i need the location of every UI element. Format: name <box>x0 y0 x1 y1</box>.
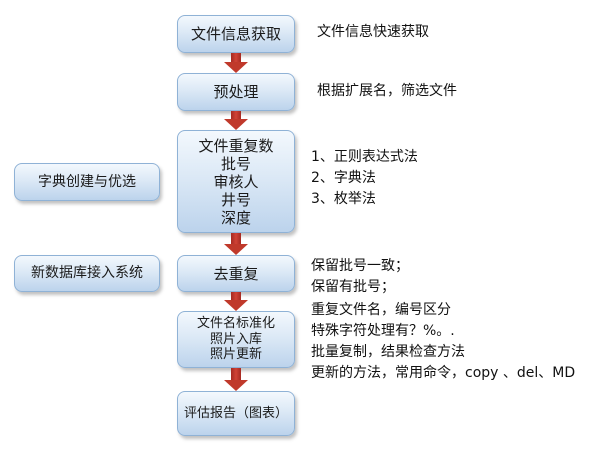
note-normalize-line2: 特殊字符处理有？%。. <box>311 323 455 339</box>
new-db-box: 新数据库接入系统 <box>14 255 160 292</box>
dict-create-box: 字典创建与优选 <box>14 163 160 201</box>
step-duplicate-fields: 文件重复数 批号 审核人 井号 深度 <box>177 130 295 233</box>
step-dedup-label: 去重复 <box>213 264 259 283</box>
note-methods: 1、正则表达式法 2、字典法 3、枚举法 <box>311 147 418 210</box>
note-dedup: 保留批号一致； 保留有批号； <box>311 256 409 298</box>
step-report-label: 评估报告（图表） <box>183 405 288 421</box>
new-db-label: 新数据库接入系统 <box>31 265 143 282</box>
note-normalize-line4: 更新的方法，常用命令，copy 、del、MD <box>311 365 576 381</box>
field-duplicate-count: 文件重复数 <box>198 136 274 155</box>
note-preprocess: 根据扩展名，筛选文件 <box>317 81 457 102</box>
step-preprocess-label: 预处理 <box>213 83 259 101</box>
step-file-info-label: 文件信息获取 <box>190 25 281 43</box>
note-normalize: 重复文件名，编号区分 特殊字符处理有？%。. 批量复制，结果检查方法 更新的方法… <box>311 300 575 384</box>
step-normalize: 文件名标准化 照片入库 照片更新 <box>177 311 295 368</box>
note-file-info-text: 文件信息快速获取 <box>317 24 429 40</box>
field-well-number: 井号 <box>220 190 251 209</box>
field-reviewer: 审核人 <box>213 172 259 191</box>
step-normalize-line3: 照片更新 <box>209 347 262 363</box>
arrow-down-3 <box>224 233 248 255</box>
note-method-dict: 2、字典法 <box>311 170 376 186</box>
step-normalize-line2: 照片入库 <box>209 331 262 347</box>
step-dedup: 去重复 <box>177 255 295 292</box>
step-preprocess: 预处理 <box>177 73 295 111</box>
note-file-info: 文件信息快速获取 <box>317 22 429 43</box>
arrow-down-2 <box>224 111 248 130</box>
step-normalize-line1: 文件名标准化 <box>196 316 275 332</box>
arrow-down-4 <box>224 292 248 311</box>
note-normalize-line1: 重复文件名，编号区分 <box>311 302 451 318</box>
note-normalize-line3: 批量复制，结果检查方法 <box>311 344 465 360</box>
field-batch-number: 批号 <box>220 154 251 173</box>
note-preprocess-text: 根据扩展名，筛选文件 <box>317 83 457 99</box>
note-dedup-line1: 保留批号一致； <box>311 258 409 274</box>
step-report: 评估报告（图表） <box>177 391 295 436</box>
note-method-enum: 3、枚举法 <box>311 191 376 207</box>
arrow-down-1 <box>224 53 248 73</box>
note-dedup-line2: 保留有批号； <box>311 279 395 295</box>
field-depth: 深度 <box>220 208 251 227</box>
step-file-info: 文件信息获取 <box>177 15 295 53</box>
note-method-regex: 1、正则表达式法 <box>311 149 418 165</box>
dict-create-label: 字典创建与优选 <box>38 173 136 190</box>
arrow-down-5 <box>224 368 248 391</box>
